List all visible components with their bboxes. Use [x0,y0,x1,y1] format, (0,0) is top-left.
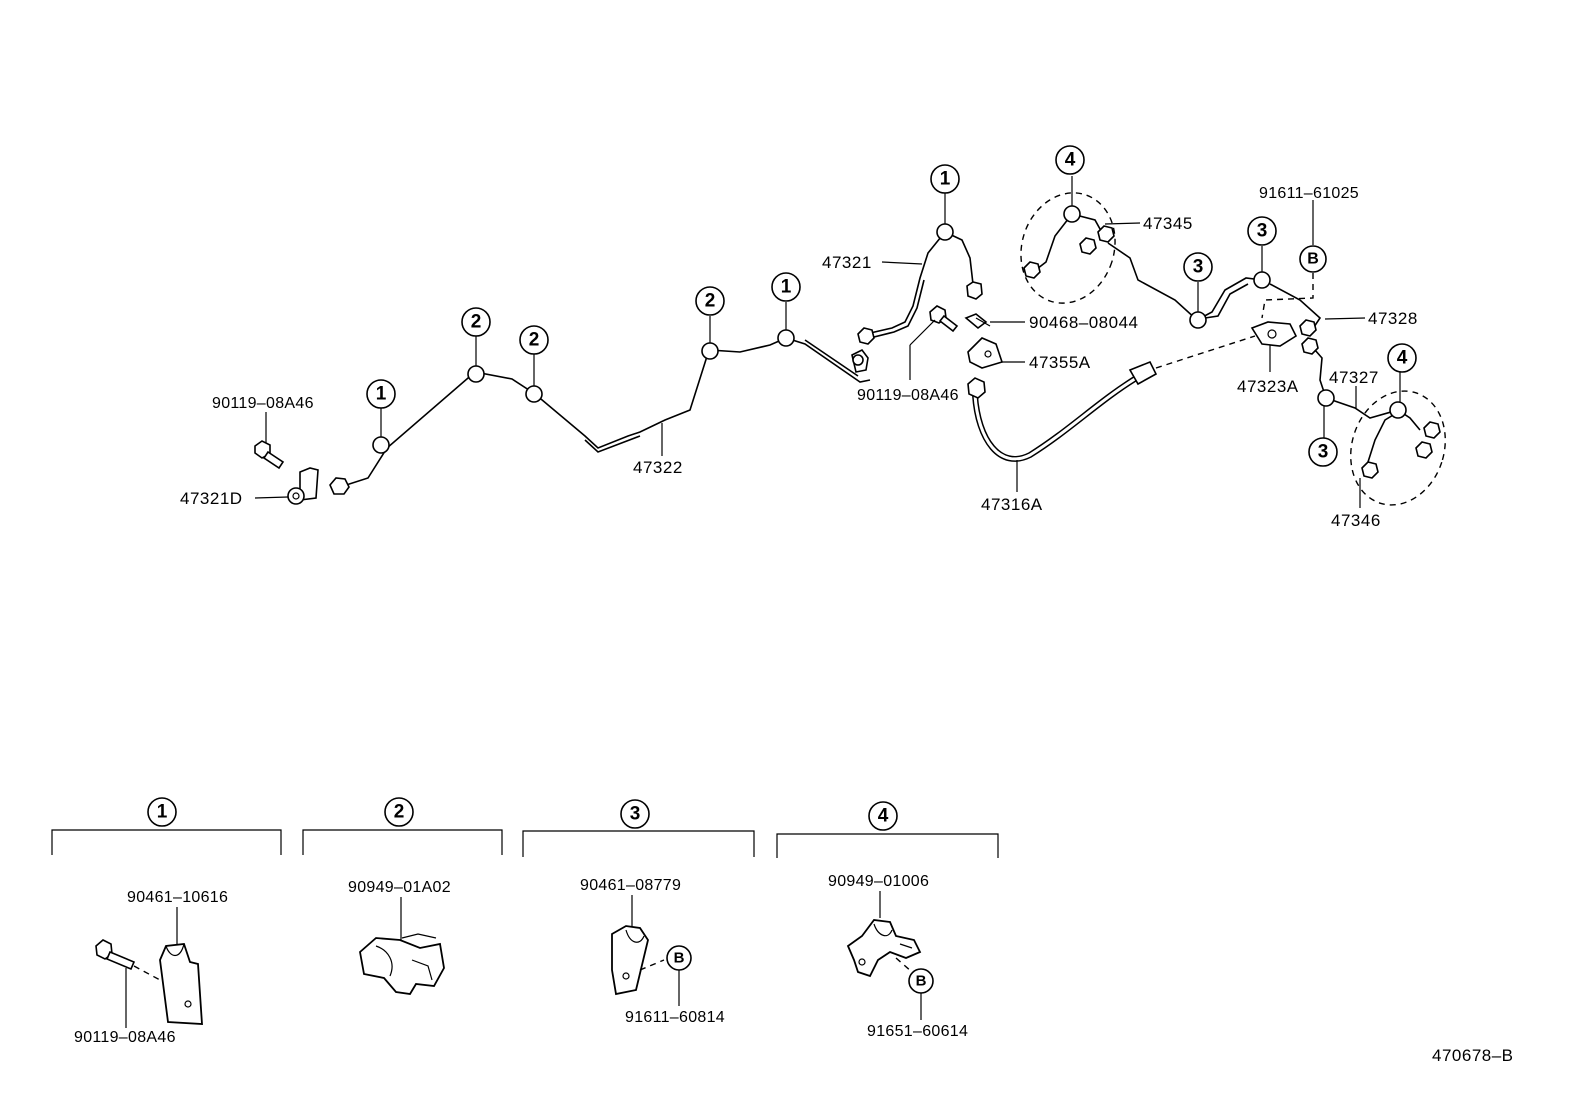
svg-text:3: 3 [1318,442,1329,463]
tube-nuts-47346 [1361,421,1441,479]
label-47327: 47327 [1329,368,1379,387]
svg-text:1: 1 [376,384,387,405]
label-47323a: 47323A [1237,377,1299,396]
clamp-marker-47346 [1389,401,1407,419]
svg-text:4: 4 [1065,150,1076,171]
callout-3-b: 3 [1247,216,1277,246]
label-90468-08044: 90468–08044 [1029,313,1139,332]
legend-group-3: 3 90461–08779 B 91611–60814 [522,799,755,1026]
callout-1-a: 1 [366,379,396,409]
legend-4-part-b: 91651–60614 [867,1023,968,1040]
tube-end-fitting [851,348,869,373]
flexible-hose-47316a [967,360,1158,462]
clamp-marker-47321 [936,223,954,241]
svg-text:2: 2 [471,312,482,333]
tube-nut-47321-left [857,327,875,345]
legend-2-part-a: 90949–01A02 [348,879,451,896]
diagram-code: 470678–B [1432,1046,1514,1065]
label-47321: 47321 [822,253,872,272]
svg-text:B: B [674,950,685,967]
callout-4-a: 4 [1055,145,1085,175]
callout-4-b: 4 [1387,343,1417,373]
label-47345: 47345 [1143,214,1193,233]
clip-90468-08044 [964,313,991,330]
legend-4-clip [846,919,922,978]
label-47316a: 47316A [981,495,1043,514]
legend-group-1: 1 90461–10616 90119–08A46 [51,797,282,1046]
ref-b-top: B [1299,245,1327,273]
tube-nuts-47345 [1023,225,1115,279]
legend-2-clip [359,933,445,995]
legend-group-4: 4 90949–01006 B 91651–60614 [776,801,999,1040]
svg-text:3: 3 [1193,257,1204,278]
union-47323a [1250,319,1319,355]
legend-4-part-a: 90949–01006 [828,873,929,890]
brake-tube-47328 [1269,283,1322,331]
brake-tube-47321 [865,231,974,339]
tube-nut-left [329,477,350,495]
clamp-marker-3-b [1253,271,1271,289]
callout-2-c: 2 [695,286,725,316]
legend-3-number: 3 [620,799,650,829]
legend-1-part-a: 90461–10616 [127,889,228,906]
label-91611-61025: 91611–61025 [1259,185,1359,202]
brake-tube-47322 [339,337,871,488]
svg-text:1: 1 [157,802,168,823]
legend-2-number: 2 [384,797,414,827]
label-47322: 47322 [633,458,683,477]
legend-3-part-a: 90461–08779 [580,877,681,894]
label-47346: 47346 [1331,511,1381,530]
legend-1-bolt [95,939,136,971]
legend-3-part-b: 91611–60814 [625,1009,725,1026]
label-47355a: 47355A [1029,353,1091,372]
legend-3-ref-b: B [666,945,692,971]
svg-text:2: 2 [529,330,540,351]
bracket-47321d [287,467,319,505]
svg-text:B: B [1307,251,1319,268]
callout-3-c: 3 [1308,437,1338,467]
legend-1-clamp [159,943,203,1025]
label-90119-08a46-left: 90119–08A46 [212,395,314,412]
label-47328: 47328 [1368,309,1418,328]
legend-3-clamp [611,925,649,996]
svg-text:4: 4 [878,806,889,827]
label-47321d: 47321D [180,489,243,508]
svg-text:1: 1 [781,277,792,298]
callout-2-b: 2 [519,325,549,355]
label-90119-08a46-mid: 90119–08A46 [857,387,959,404]
clamp-marker-3-a [1189,311,1207,329]
bolt-90119-08a46-mid [929,305,959,333]
tube-nut-47321-right [966,281,983,300]
callout-leaders-main [380,302,787,437]
bracket-47355a [967,337,1004,369]
svg-text:3: 3 [630,804,641,825]
brake-tube-47345 [1020,192,1263,321]
svg-text:2: 2 [394,802,405,823]
legend-4-ref-b: B [908,968,934,994]
legend-1-number: 1 [147,797,177,827]
bolt-90119-08a46-left [254,440,285,470]
callout-3-a: 3 [1183,252,1213,282]
clamp-marker-47345 [1063,205,1081,223]
svg-text:3: 3 [1257,221,1268,242]
callout-1-c: 1 [930,164,960,194]
svg-text:4: 4 [1397,348,1408,369]
callout-1-b: 1 [771,272,801,302]
legend-1-part-b: 90119–08A46 [74,1029,176,1046]
svg-text:1: 1 [940,169,951,190]
svg-text:B: B [916,973,927,990]
legend-group-2: 2 90949–01A02 [302,797,503,995]
svg-text:2: 2 [705,291,716,312]
legend-4-number: 4 [868,801,898,831]
clamp-marker-3-c [1317,389,1335,407]
callout-2-a: 2 [461,307,491,337]
